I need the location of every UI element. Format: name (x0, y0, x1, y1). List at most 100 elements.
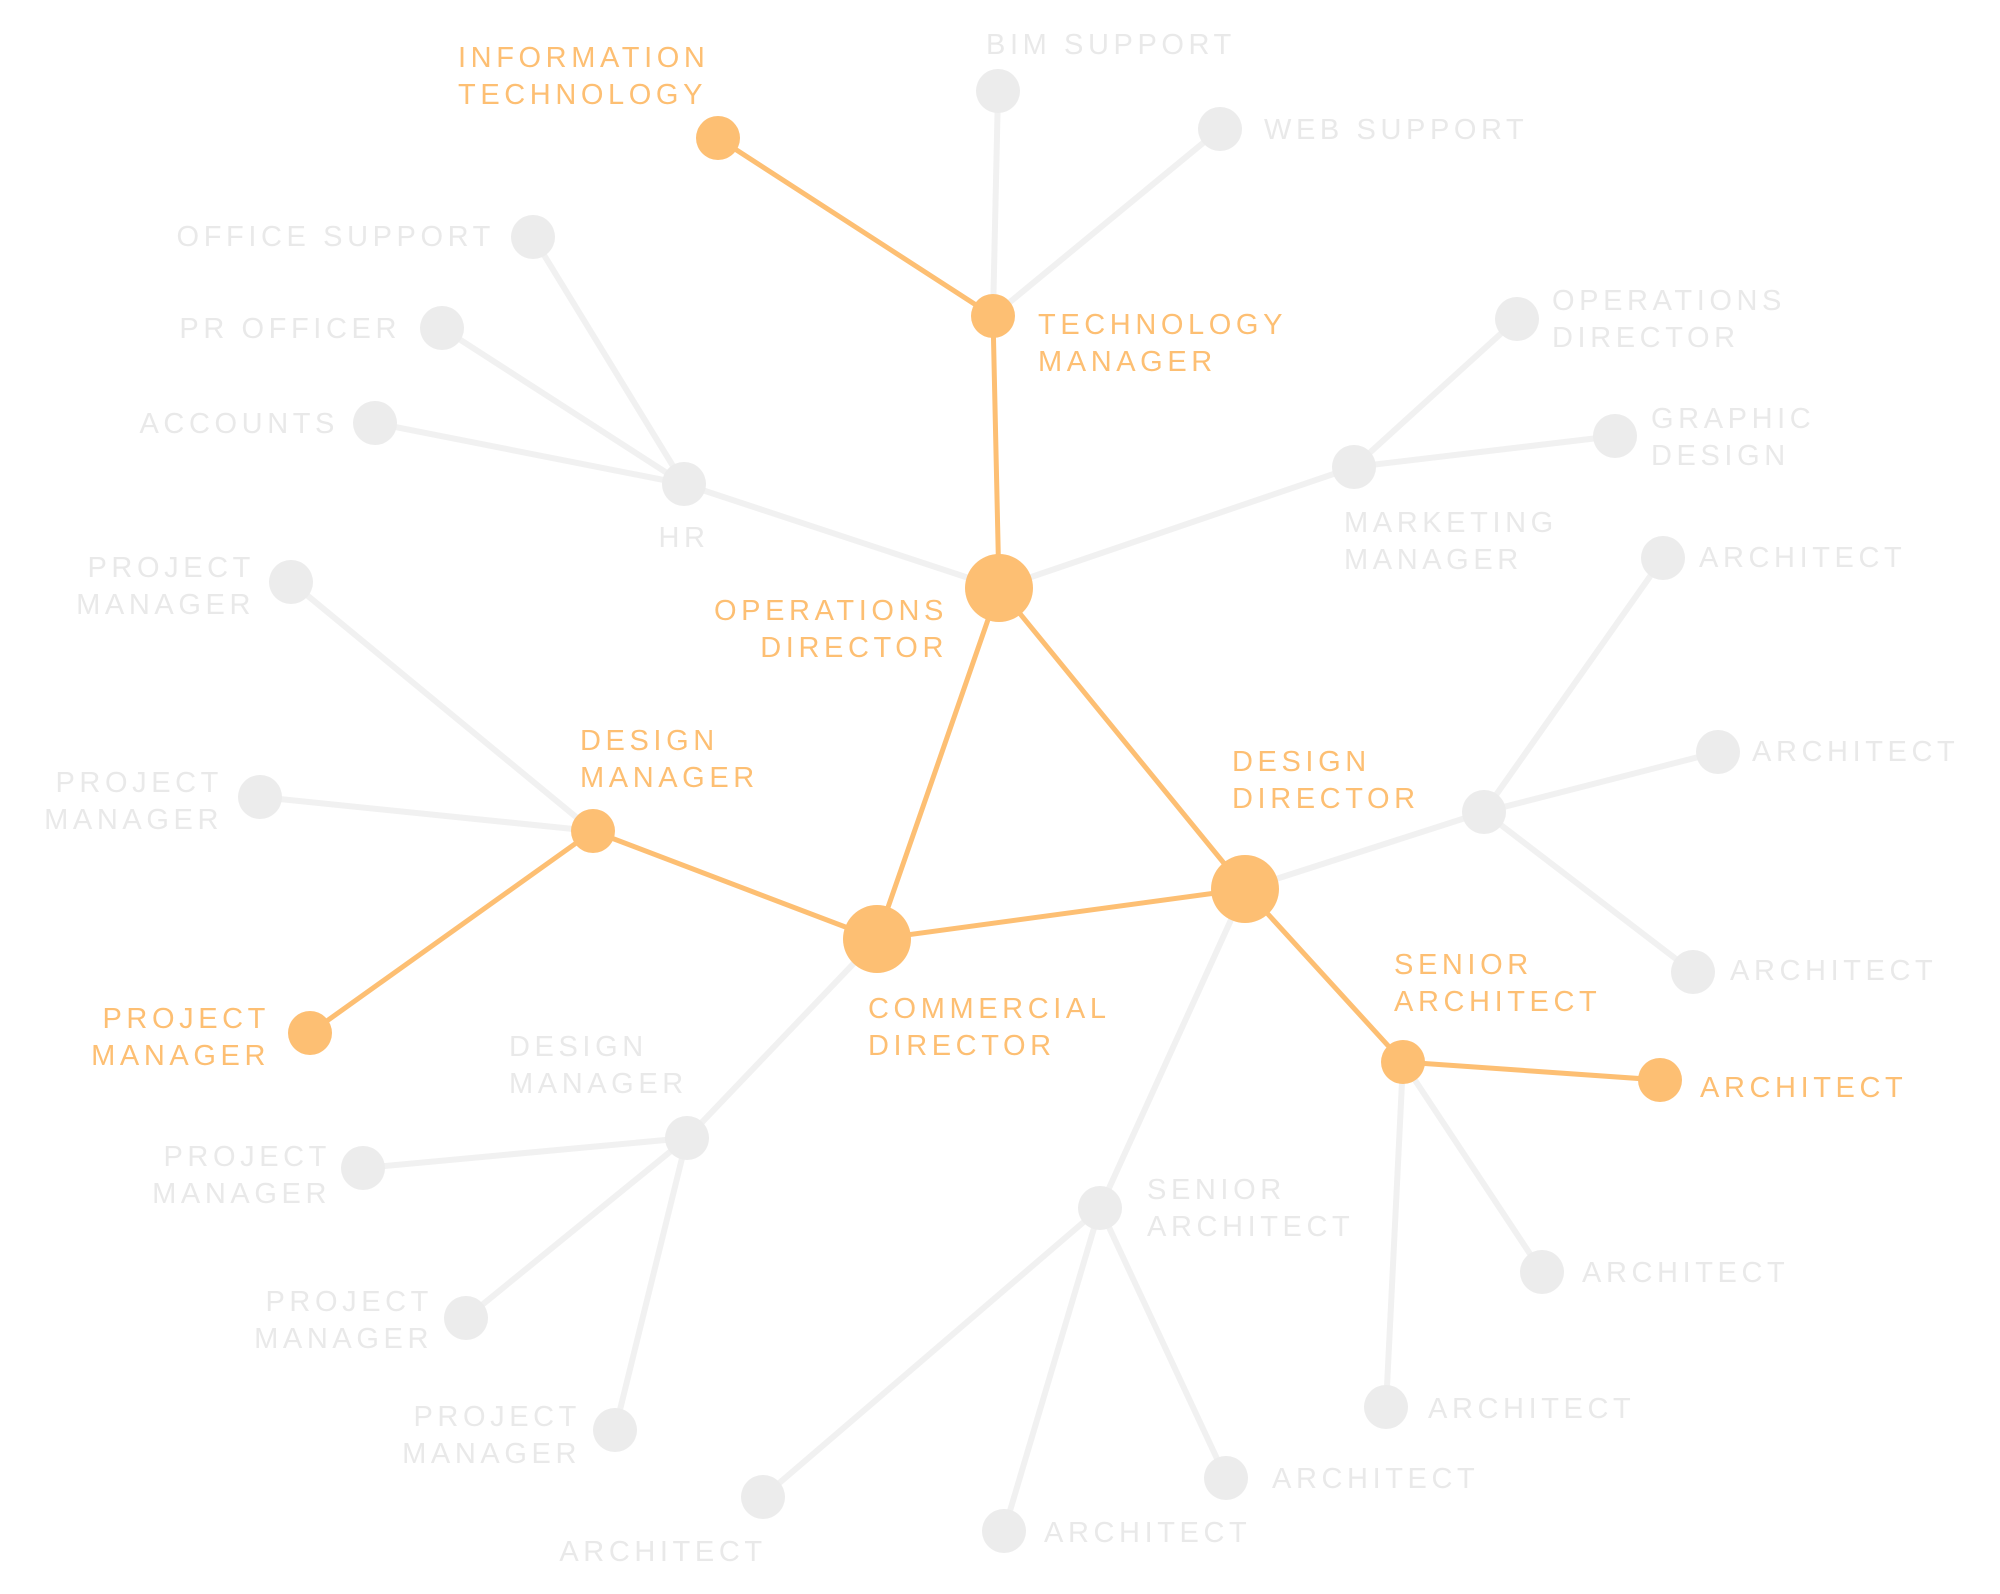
edge-office-to-hr (530, 234, 687, 487)
label-arch-b3-line-1: ARCHITECT (1272, 1463, 1479, 1495)
node-office[interactable] (511, 215, 555, 259)
label-pm-c-line-2: MANAGER (152, 1178, 331, 1210)
label-pr: PR OFFICER (179, 313, 401, 345)
label-commercial-line-1: COMMERCIAL (868, 993, 1111, 1025)
node-arch-hl[interactable] (1638, 1058, 1682, 1102)
node-design-dir[interactable] (1211, 855, 1279, 923)
label-ops-dir-line-1: OPERATIONS (714, 595, 948, 627)
node-marketing[interactable] (1332, 445, 1376, 489)
node-pm-d[interactable] (444, 1296, 488, 1340)
node-arch-r2[interactable] (1696, 730, 1740, 774)
label-arch-r2-line-1: ARCHITECT (1752, 736, 1959, 768)
node-senior-arch1[interactable] (1381, 1040, 1425, 1084)
label-arch-s1-line-1: ARCHITECT (1044, 1517, 1251, 1549)
node-hub-r[interactable] (1462, 790, 1506, 834)
node-ops-dir2[interactable] (1495, 297, 1539, 341)
node-info-tech[interactable] (696, 116, 740, 160)
node-senior-arch2[interactable] (1078, 1186, 1122, 1230)
label-design-mgr2-line-1: DESIGN (509, 1031, 648, 1063)
label-design-mgr2-line-2: MANAGER (509, 1068, 688, 1100)
label-design-dir-line-2: DIRECTOR (1232, 783, 1420, 815)
label-hr-line-1: HR (658, 522, 709, 554)
edge-marketing-to-ops_dir (996, 464, 1357, 591)
label-arch-r1: ARCHITECT (1699, 542, 1906, 574)
node-design-mgr2[interactable] (665, 1116, 709, 1160)
label-commercial-line-2: DIRECTOR (868, 1030, 1056, 1062)
node-pm-b[interactable] (238, 775, 282, 819)
node-arch-s2[interactable] (741, 1475, 785, 1519)
node-commercial[interactable] (843, 905, 911, 973)
label-senior-arch2-line-1: SENIOR (1147, 1174, 1286, 1206)
label-pm-hl-line-2: MANAGER (91, 1040, 270, 1072)
node-pm-e[interactable] (593, 1408, 637, 1452)
node-accounts[interactable] (353, 401, 397, 445)
node-tech-mgr[interactable] (971, 294, 1015, 338)
node-design-mgr1[interactable] (571, 809, 615, 853)
label-arch-b1: ARCHITECT (1582, 1257, 1789, 1289)
edge-senior_arch1-to-arch_b1 (1400, 1059, 1545, 1275)
label-senior-arch2: SENIOR ARCHITECT (1147, 1174, 1354, 1243)
edge-hub_r-to-arch_r2 (1481, 749, 1721, 815)
edge-design_mgr1-to-pm_hl (307, 828, 596, 1036)
node-arch-b3[interactable] (1204, 1456, 1248, 1500)
label-arch-r2: ARCHITECT (1752, 736, 1959, 768)
node-web[interactable] (1198, 107, 1242, 151)
edge-commercial-to-design_mgr2 (684, 936, 880, 1141)
node-ops-dir[interactable] (965, 554, 1033, 622)
label-senior-arch2-line-2: ARCHITECT (1147, 1211, 1354, 1243)
label-arch-r3-line-1: ARCHITECT (1730, 955, 1937, 987)
node-pm-a[interactable] (269, 560, 313, 604)
label-pm-b-line-2: MANAGER (44, 804, 223, 836)
label-pm-c: PROJECT MANAGER (152, 1141, 331, 1210)
edge-bim-to-tech_mgr (990, 88, 1001, 319)
edge-design_dir-to-senior_arch1 (1242, 886, 1406, 1065)
edge-senior_arch2-to-arch_s2 (760, 1205, 1103, 1500)
label-pm-d-line-2: MANAGER (254, 1323, 433, 1355)
nodes-layer (238, 69, 1740, 1553)
label-graphic-line-1: GRAPHIC (1651, 403, 1815, 435)
label-arch-s2: ARCHITECT (559, 1536, 766, 1568)
label-arch-r1-line-1: ARCHITECT (1699, 542, 1906, 574)
edge-hub_r-to-arch_r1 (1481, 555, 1666, 815)
node-graphic[interactable] (1593, 414, 1637, 458)
label-info-tech-line-2: TECHNOLOGY (458, 79, 707, 111)
edge-web-to-tech_mgr (990, 126, 1223, 319)
node-pr[interactable] (420, 306, 464, 350)
label-pm-a-line-2: MANAGER (76, 589, 255, 621)
node-pm-c[interactable] (341, 1146, 385, 1190)
edge-design_mgr2-to-pm_d (463, 1135, 690, 1321)
label-marketing-line-2: MANAGER (1344, 544, 1523, 576)
label-design-mgr1-line-1: DESIGN (580, 725, 719, 757)
node-arch-s1[interactable] (982, 1509, 1026, 1553)
label-pm-c-line-1: PROJECT (163, 1141, 331, 1173)
edge-senior_arch2-to-arch_s1 (1001, 1205, 1103, 1534)
edges-layer (257, 88, 1721, 1534)
node-pm-hl[interactable] (288, 1011, 332, 1055)
node-hr[interactable] (662, 462, 706, 506)
node-bim[interactable] (976, 69, 1020, 113)
node-arch-r3[interactable] (1671, 950, 1715, 994)
label-pm-e-line-1: PROJECT (413, 1401, 581, 1433)
label-office: OFFICE SUPPORT (177, 221, 495, 253)
label-office-line-1: OFFICE SUPPORT (177, 221, 495, 253)
label-design-mgr2: DESIGN MANAGER (509, 1031, 688, 1100)
label-web-line-1: WEB SUPPORT (1264, 114, 1528, 146)
node-arch-r1[interactable] (1641, 536, 1685, 580)
label-senior-arch1-line-2: ARCHITECT (1394, 986, 1601, 1018)
node-arch-b1[interactable] (1520, 1250, 1564, 1294)
label-arch-b3: ARCHITECT (1272, 1463, 1479, 1495)
label-pm-a-line-1: PROJECT (87, 552, 255, 584)
label-hr: HR (658, 522, 709, 554)
edge-senior_arch1-to-arch_b2 (1383, 1059, 1406, 1410)
node-arch-b2[interactable] (1364, 1385, 1408, 1429)
edge-design_mgr1-to-commercial (590, 828, 880, 942)
label-bim: BIM SUPPORT (986, 29, 1236, 61)
